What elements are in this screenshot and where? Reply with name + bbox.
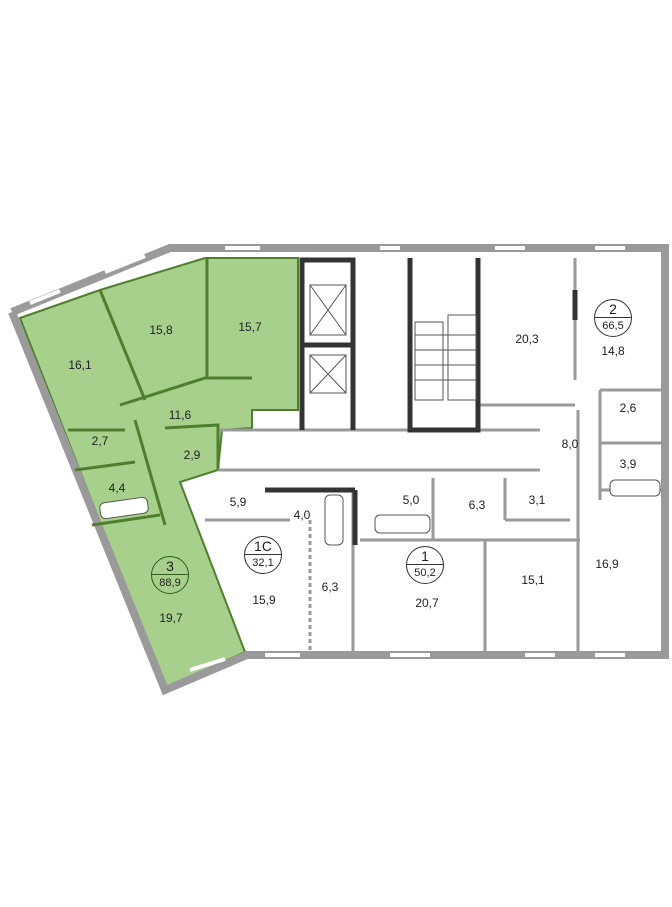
room-area: 4,4 (108, 481, 126, 495)
apartment-number: 2 (595, 300, 631, 318)
room-area: 6,3 (468, 498, 486, 512)
windows (29, 246, 625, 672)
staircase (414, 314, 477, 401)
room-area: 20,3 (515, 332, 539, 346)
room-area: 11,6 (168, 408, 192, 422)
room-area: 16,1 (68, 358, 92, 372)
room-area: 16,9 (595, 557, 619, 571)
exterior-wall (8, 244, 669, 696)
room-area: 15,9 (252, 593, 276, 607)
bathtubs (99, 479, 661, 546)
apartment-number: 1 (407, 547, 443, 565)
apartment-number: 1С (245, 537, 281, 555)
room-area: 19,7 (159, 611, 183, 625)
room-area: 14,8 (601, 344, 625, 358)
room-area: 15,7 (238, 320, 262, 334)
room-area: 15,1 (521, 573, 545, 587)
apartment-1c-badge[interactable]: 1С 32,1 (244, 536, 282, 574)
room-area: 4,0 (293, 508, 311, 522)
room-area: 6,3 (321, 580, 339, 594)
apartment-area: 50,2 (414, 567, 436, 579)
apartment-area: 32,1 (252, 557, 274, 569)
room-area: 2,9 (183, 448, 201, 462)
apartment-3-walls (68, 258, 252, 527)
interior-walls (205, 258, 665, 655)
room-area: 5,9 (229, 495, 247, 509)
apartment-number: 3 (152, 557, 188, 575)
bearing-walls (265, 257, 578, 545)
room-area: 2,6 (619, 401, 637, 415)
room-area: 20,7 (415, 596, 439, 610)
room-area: 3,1 (528, 493, 546, 507)
room-area: 5,0 (402, 493, 420, 507)
apartment-area: 88,9 (159, 577, 181, 589)
room-area: 8,0 (561, 437, 579, 451)
room-area: 3,9 (619, 457, 637, 471)
elevators (309, 284, 347, 394)
room-area: 15,8 (149, 323, 173, 337)
apartment-area: 66,5 (602, 320, 624, 332)
room-area: 2,7 (91, 434, 109, 448)
